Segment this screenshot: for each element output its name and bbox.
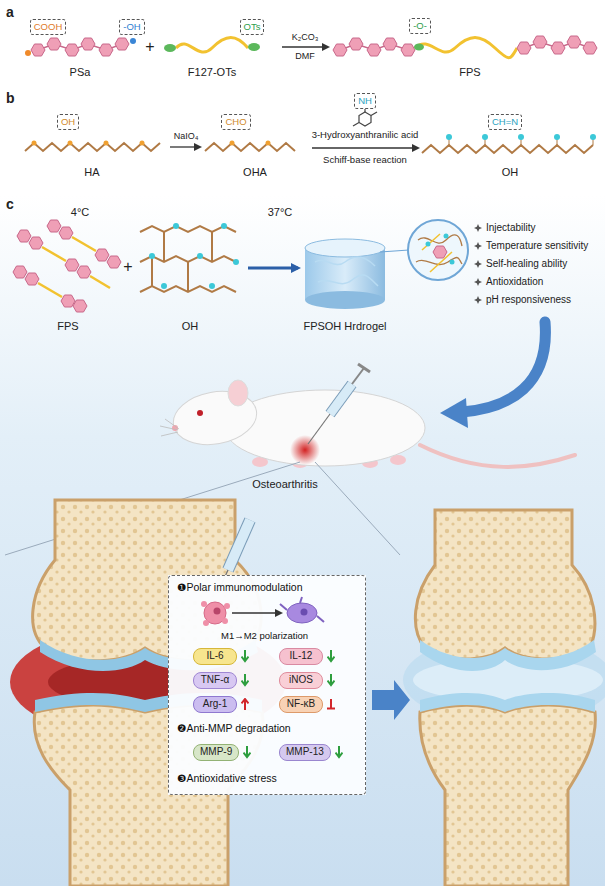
knee-joints <box>10 500 605 886</box>
compound-name: HA <box>84 166 99 179</box>
regulation-arrow <box>335 746 343 759</box>
regulation-arrow <box>241 650 249 663</box>
cytokine-pill: iNOS <box>279 672 323 689</box>
regulation-arrow <box>241 698 249 711</box>
cytokine-pill: TNF-α <box>193 672 237 689</box>
compound-name: FPS <box>57 320 78 333</box>
reaction-name: Schiff-base reaction <box>323 155 407 166</box>
disease-label: Osteoarthritis <box>252 478 317 491</box>
cytokine-pill: Arg-1 <box>193 696 237 713</box>
temperature: 37°C <box>268 206 293 219</box>
regulation-arrow-path <box>336 746 343 757</box>
property-item: Antioxidation <box>486 276 543 288</box>
regulation-arrow-path <box>328 674 335 685</box>
plus-sign: + <box>123 258 132 276</box>
cytokine-pill: MMP-9 <box>193 744 239 761</box>
compound-name: F127-OTs <box>188 66 236 79</box>
group-tag: OTs <box>240 19 265 34</box>
temperature: 4°C <box>71 206 89 219</box>
mechanism-panel-ground <box>168 575 366 795</box>
regulation-arrow-path <box>327 699 335 709</box>
group-label: CH=N <box>492 116 518 127</box>
regulation-arrow <box>327 674 335 687</box>
group-label: -O- <box>413 20 427 31</box>
marker-label: MMP-13 <box>286 746 324 759</box>
property-item: pH responsiveness <box>486 294 571 306</box>
marker-label: MMP-9 <box>200 746 232 759</box>
plus-sign: + <box>145 38 154 56</box>
group-label: COOH <box>34 21 63 32</box>
group-tag: OH <box>57 114 79 129</box>
group-label: OTs <box>244 21 261 32</box>
group-tag: -O- <box>409 18 431 33</box>
regulation-arrow-path <box>242 650 249 661</box>
group-tag: NH <box>354 93 376 108</box>
marker-label: NF-κB <box>286 698 316 711</box>
regulation-arrow-path <box>244 746 251 757</box>
group-label: CHO <box>225 116 246 127</box>
regulation-arrow-path <box>242 674 249 685</box>
panel-letter: a <box>6 4 14 20</box>
cytokine-pill: IL-6 <box>193 648 237 665</box>
marker-label: Arg-1 <box>200 698 230 711</box>
regulation-arrow <box>241 674 249 687</box>
panel-letter: b <box>6 90 15 106</box>
regulation-arrow <box>243 746 251 759</box>
regulation-arrow-path <box>242 699 249 710</box>
compound-name: PSa <box>70 66 91 79</box>
group-tag: CHO <box>221 114 250 129</box>
compound-name: FPS <box>459 66 480 79</box>
regulation-arrow <box>327 650 335 663</box>
panel-text: ❷Anti-MMP degradation <box>177 722 291 734</box>
group-tag: CH=N <box>488 114 522 129</box>
regulation-arrow <box>327 698 335 711</box>
cytokine-pill: NF-κB <box>279 696 323 713</box>
reagent: 3-Hydroxyanthranilic acid <box>312 130 419 141</box>
solvent: DMF <box>295 51 315 61</box>
compound-name: OH <box>182 320 199 333</box>
property-item: Self-healing ability <box>486 258 567 270</box>
cytokine-pill: IL-12 <box>279 648 323 665</box>
property-item: Temperature sensitivity <box>486 240 588 252</box>
reagent: K₂CO₃ <box>292 32 319 42</box>
group-tag: COOH <box>30 19 67 34</box>
reagent: NaIO₄ <box>174 131 199 141</box>
group-label: NH <box>358 95 372 106</box>
compound-name: OHA <box>243 166 267 179</box>
mechanism-panel: ❶Polar immunomodulationM1→M2 polarizatio… <box>168 575 366 795</box>
compound-name: OH <box>502 166 519 179</box>
regulation-arrow-path <box>328 650 335 661</box>
group-label: -OH <box>123 21 140 32</box>
panel-text: M1→M2 polarization <box>221 630 308 641</box>
cytokine-pill: MMP-13 <box>279 744 331 761</box>
marker-label: IL-6 <box>200 650 230 663</box>
panel-b-molecules <box>25 109 596 153</box>
marker-label: TNF-α <box>200 674 230 687</box>
property-item: Injectability <box>486 222 535 234</box>
group-label: OH <box>61 116 75 127</box>
panel-text: ❸Antioxidative stress <box>177 772 277 784</box>
hydrogel-name: FPSOH Hrdrogel <box>303 320 386 333</box>
group-tag: -OH <box>119 19 144 34</box>
marker-label: iNOS <box>286 674 316 687</box>
marker-label: IL-12 <box>286 650 316 663</box>
panel-letter: c <box>6 196 14 212</box>
panel-text: ❶Polar immunomodulation <box>177 581 303 593</box>
background <box>0 195 605 886</box>
